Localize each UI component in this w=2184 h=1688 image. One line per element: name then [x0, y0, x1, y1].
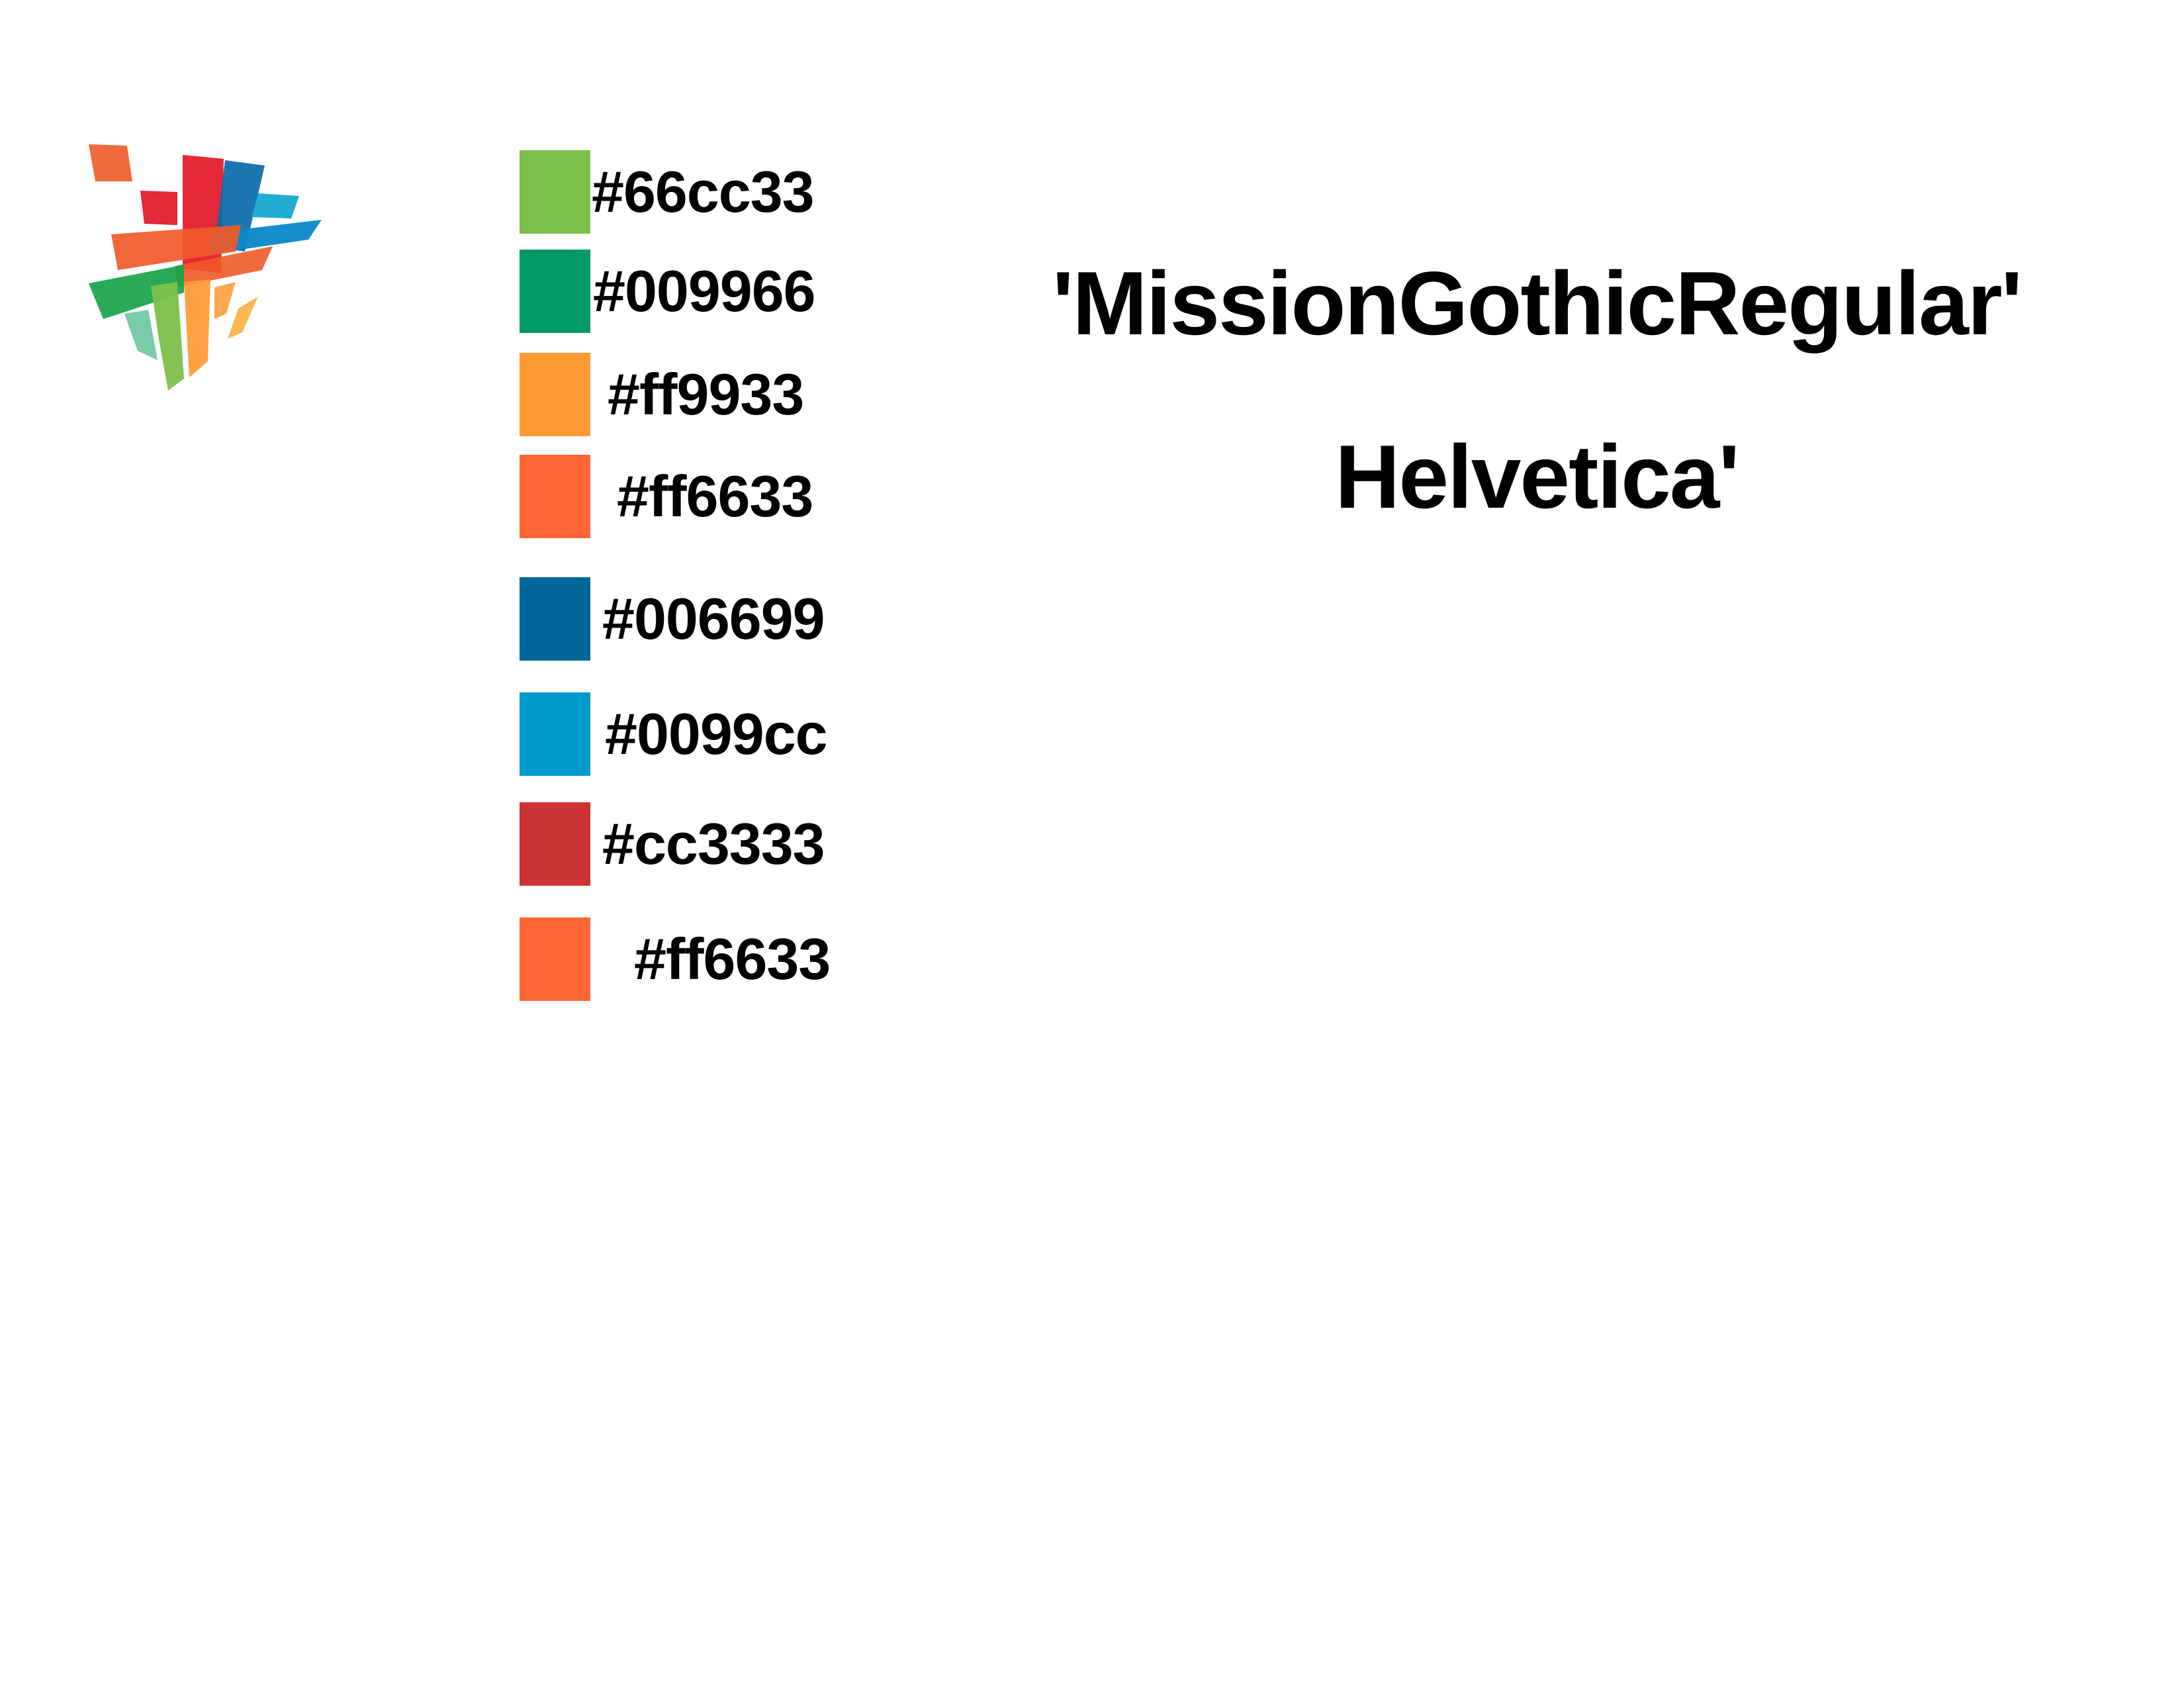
- color-swatch: [520, 250, 590, 333]
- hex-code-label: #cc3333: [602, 811, 825, 876]
- hex-code-label: #66cc33: [592, 159, 815, 224]
- color-swatch: [520, 150, 590, 234]
- hex-code-label: #0099cc: [605, 701, 828, 767]
- color-swatch-row-2: #009966: [520, 250, 816, 333]
- color-swatch: [520, 577, 590, 661]
- primary-font-name: 'MissionGothicRegular': [1052, 253, 2023, 353]
- color-swatch: [520, 692, 590, 776]
- color-swatch: [520, 802, 590, 886]
- color-swatch-row-1: #66cc33: [520, 150, 815, 234]
- brand-logo-icon: [89, 144, 322, 391]
- hex-code-label: #009966: [593, 258, 816, 324]
- color-swatch: [520, 353, 590, 436]
- hex-code-label: #ff9933: [608, 361, 804, 427]
- hex-code-label: #ff6633: [617, 463, 813, 529]
- color-swatch: [520, 917, 590, 1001]
- color-swatch-row-5: #006699: [520, 577, 825, 661]
- color-swatch: [520, 455, 590, 538]
- color-swatch-row-7: #cc3333: [520, 802, 825, 886]
- color-swatch-row-8: #ff6633: [520, 917, 831, 1001]
- color-swatch-row-6: #0099cc: [520, 692, 828, 776]
- secondary-font-name: Helvetica': [1335, 426, 1740, 527]
- color-swatch-row-4: #ff6633: [520, 455, 813, 538]
- hex-code-label: #ff6633: [634, 926, 831, 992]
- color-swatch-row-3: #ff9933: [520, 353, 804, 436]
- hex-code-label: #006699: [602, 586, 825, 651]
